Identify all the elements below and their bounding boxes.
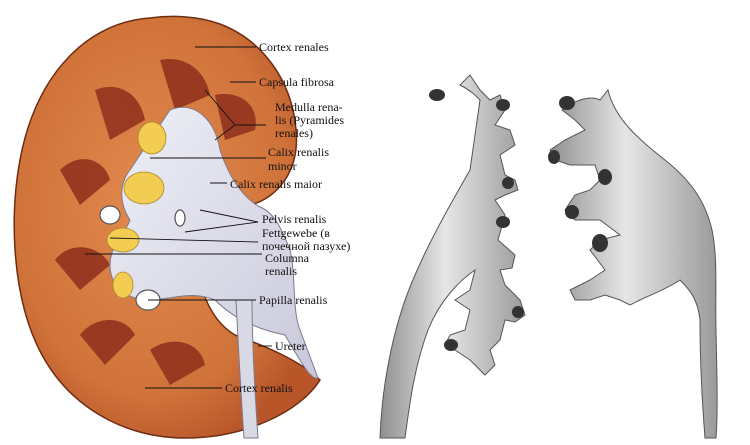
label-fettgewebe-line1: Fettgewebe (в xyxy=(262,226,330,240)
label-medulla-line2: lis (Pyramides xyxy=(275,113,344,127)
ureter xyxy=(235,299,259,439)
calyx-cast-right xyxy=(548,88,718,439)
sinus-fat xyxy=(106,121,167,299)
label-medulla-line3: renales) xyxy=(275,126,313,140)
label-calix-minor-line1: Calix renalis xyxy=(268,145,329,159)
label-columna-line1: Columna xyxy=(265,251,309,265)
label-fettgewebe-line2: почечной пазухе) xyxy=(262,239,351,253)
label-pelvis-renalis: Pelvis renalis xyxy=(262,212,327,226)
label-capsula-fibrosa: Capsula fibrosa xyxy=(259,75,334,89)
label-cortex-renales: Cortex renales xyxy=(259,40,329,54)
label-ureter: Ureter xyxy=(275,339,306,353)
label-medulla-line1: Medulla rena- xyxy=(275,100,343,114)
label-columna-line2: renalis xyxy=(265,264,297,278)
calyx-cast-left xyxy=(379,74,526,439)
leader-lines xyxy=(85,46,272,389)
renal-pelvis xyxy=(109,106,319,379)
label-cortex-renalis: Cortex renalis xyxy=(225,381,293,395)
medulla-pyramids xyxy=(55,59,256,385)
label-calix-maior: Calix renalis maior xyxy=(230,177,322,191)
label-calix-minor-line2: minor xyxy=(268,159,297,173)
label-papilla-renalis: Papilla renalis xyxy=(259,293,328,307)
